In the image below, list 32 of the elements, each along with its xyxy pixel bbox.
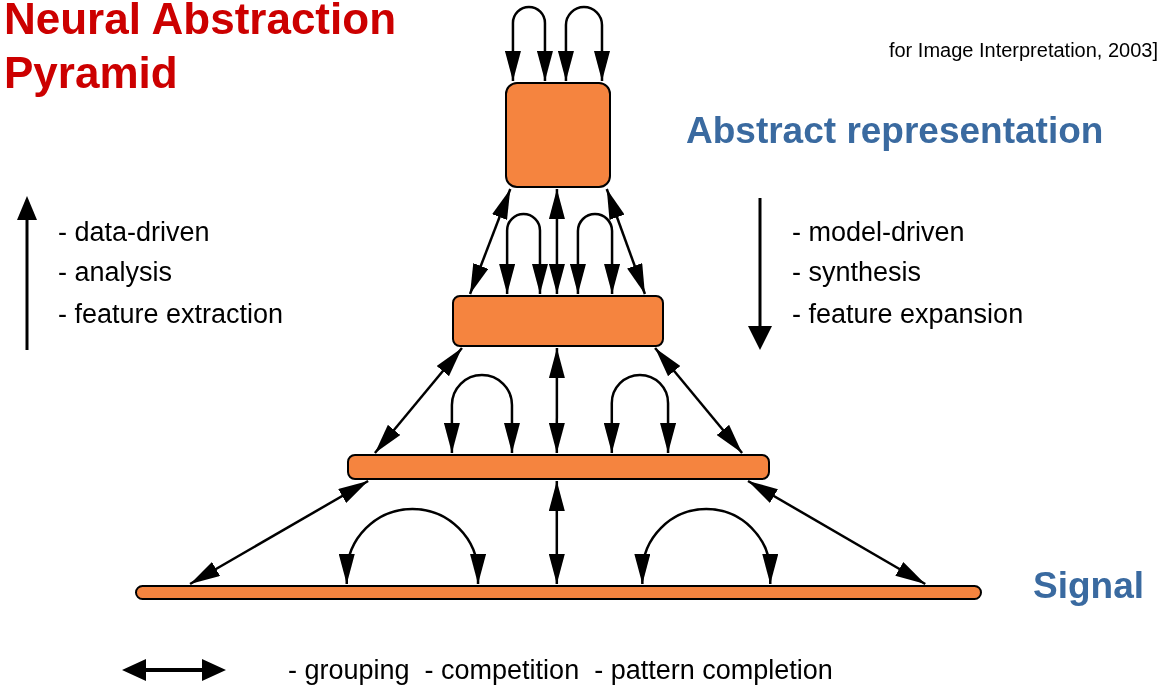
double-arrow [468, 188, 512, 295]
double-arrow [569, 212, 621, 294]
citation-text: for Image Interpretation, 2003] [888, 38, 1158, 63]
double-arrow [548, 189, 565, 294]
layer-box [505, 82, 611, 188]
legend-text: - grouping - competition - pattern completion [288, 654, 833, 687]
double-arrow [548, 481, 565, 584]
double-arrow [605, 188, 647, 295]
double-arrow [373, 347, 463, 454]
layer-bar [452, 295, 664, 347]
list-item: - feature expansion [792, 298, 1024, 331]
list-item: - model-driven [792, 216, 965, 249]
double-arrow [499, 212, 548, 294]
double-arrow [654, 347, 744, 454]
double-arrow [557, 5, 610, 81]
double-arrow [548, 348, 565, 453]
double-arrow [634, 507, 779, 584]
layer-bar [347, 454, 770, 480]
double-arrow [189, 479, 369, 586]
double-arrow [504, 5, 553, 81]
layer-bar [135, 585, 982, 600]
double-arrow [338, 507, 487, 584]
title: Neural Abstraction Pyramid [4, 0, 397, 99]
double-arrow [747, 479, 926, 586]
list-item: - synthesis [792, 256, 922, 289]
double-arrow [603, 373, 677, 453]
list-item: - analysis [58, 256, 173, 289]
list-item: - feature extraction [58, 298, 284, 331]
list-item: - data-driven [58, 216, 210, 249]
double-arrow [443, 373, 520, 453]
level-label: Abstract representation [686, 109, 1104, 153]
level-label: Signal [1033, 564, 1145, 608]
